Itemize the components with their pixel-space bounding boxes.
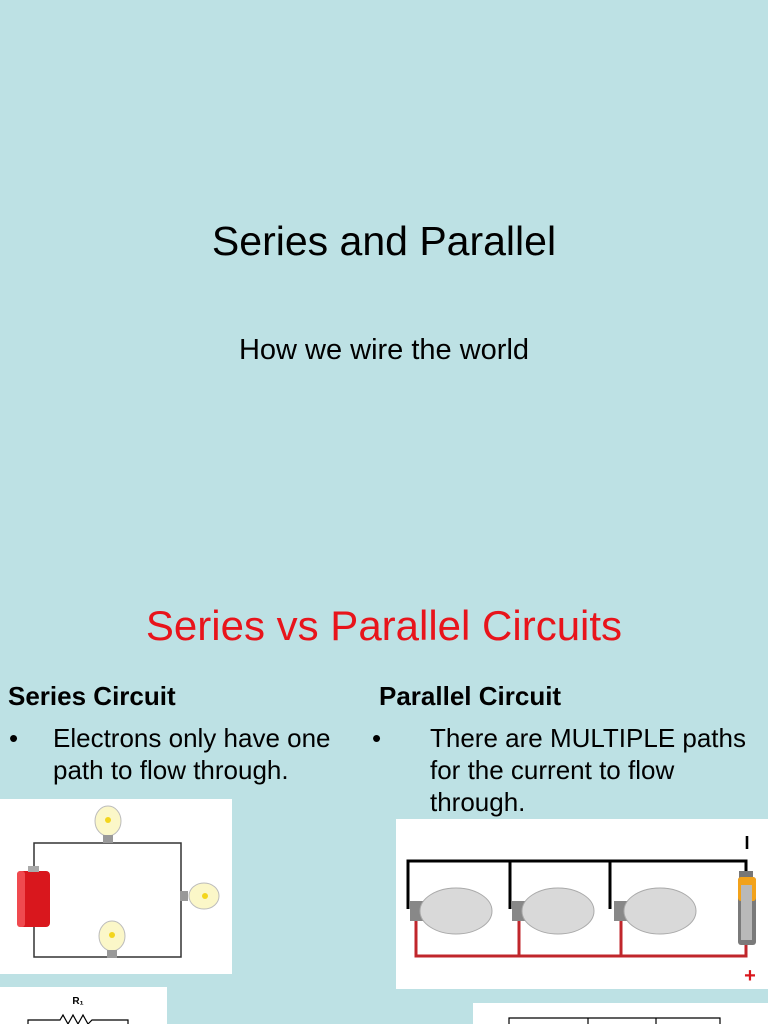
slide-subtitle: How we wire the world (238, 334, 530, 366)
parallel-circuit-heading: Parallel Circuit (379, 681, 562, 711)
circuit-wire-black (406, 859, 748, 909)
light-bulb-icon (94, 805, 122, 843)
parallel-bullet-text: There are MULTIPLE paths for the current… (430, 723, 746, 817)
table-grid (508, 1017, 721, 1024)
light-bulb-icon (180, 882, 220, 910)
series-bullet-text: Electrons only have one path to flow thr… (53, 723, 331, 785)
bullet-marker: • (372, 723, 382, 753)
series-circuit-image (0, 799, 232, 974)
light-bulb-icon (512, 887, 595, 935)
slide-heading: Series vs Parallel Circuits (145, 602, 623, 649)
resistor-label: R₁ (72, 996, 83, 1007)
negative-terminal-label: I (744, 833, 749, 853)
slide-title: Series and Parallel (211, 218, 557, 264)
table-image (473, 1003, 768, 1024)
battery-icon (17, 866, 50, 927)
battery-icon (738, 871, 756, 945)
series-circuit-heading: Series Circuit (8, 681, 176, 711)
parallel-circuit-image: I + (396, 819, 768, 989)
positive-terminal-label: + (744, 965, 756, 987)
light-bulb-icon (614, 887, 697, 935)
resistor-circuit-image: R₁ (0, 987, 167, 1024)
resistor-icon (27, 1013, 129, 1024)
light-bulb-icon (410, 887, 493, 935)
bullet-marker: • (9, 723, 19, 753)
light-bulb-icon (98, 920, 126, 958)
